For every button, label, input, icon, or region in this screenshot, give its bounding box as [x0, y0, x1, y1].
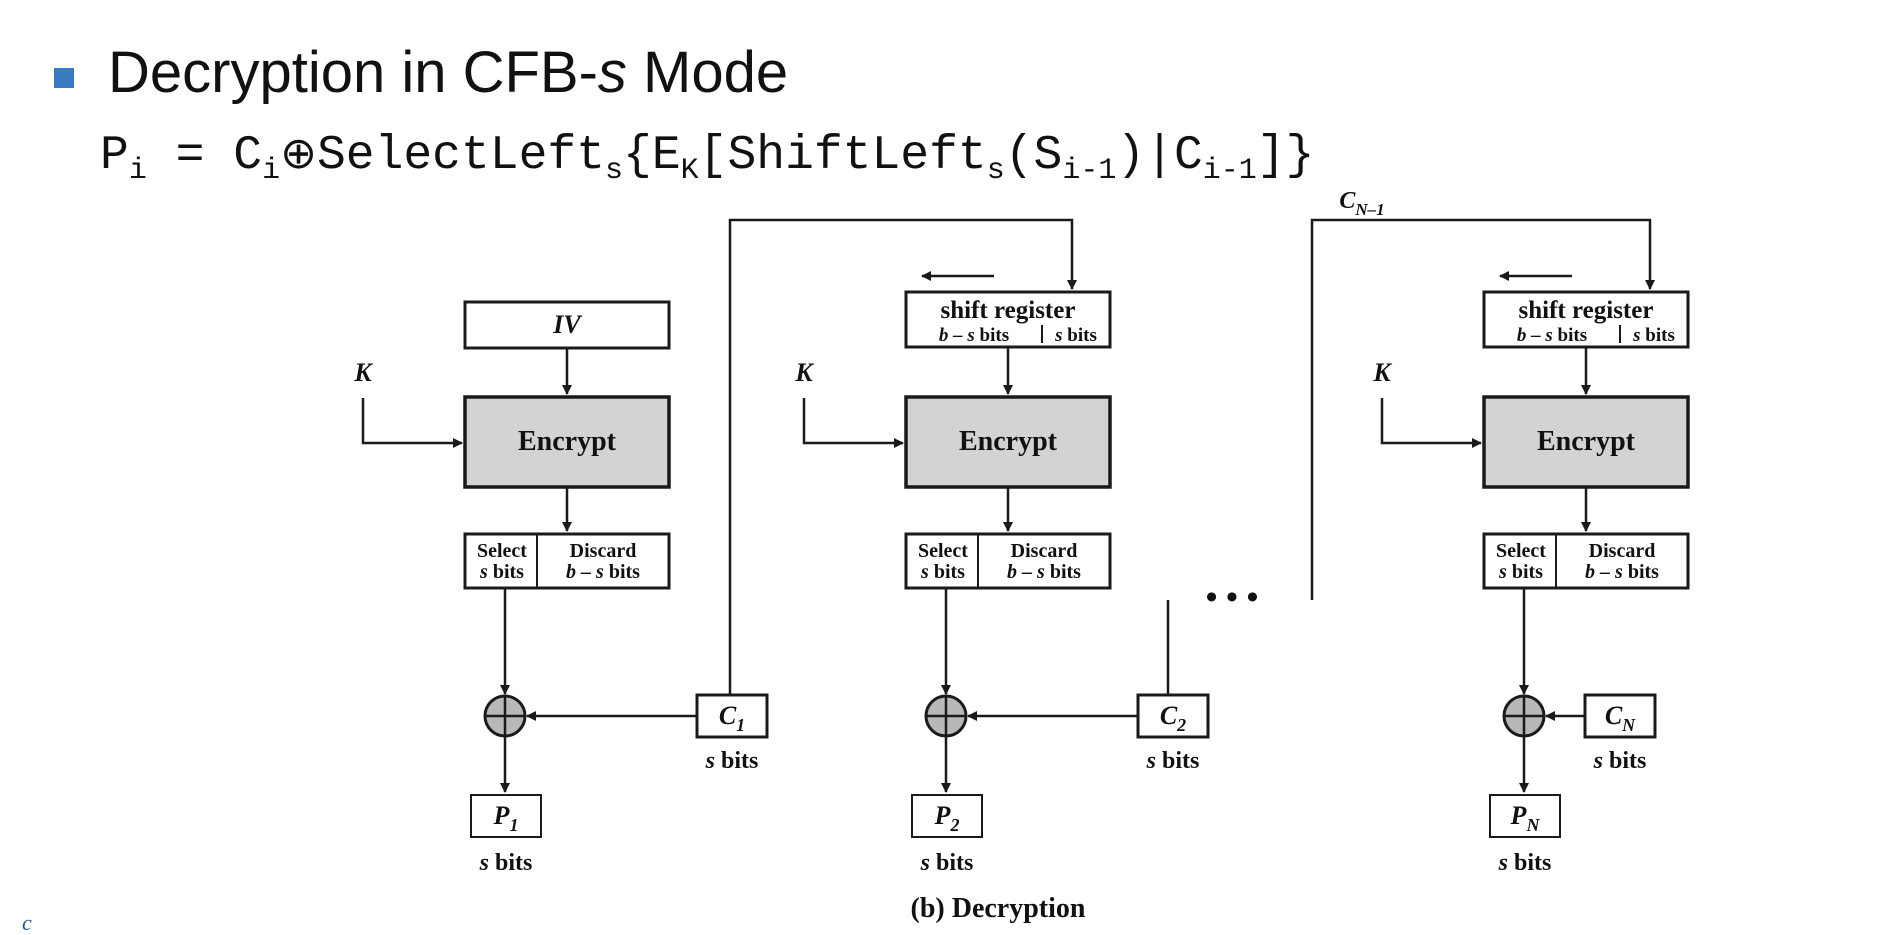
discard-label: Discard — [1589, 540, 1656, 562]
discard-bits-label: b – s bits — [566, 561, 640, 583]
select-discard-box — [904, 532, 1112, 590]
shift-register-left-label: b – s bits — [939, 325, 1009, 346]
select-bits-label: s bits — [479, 561, 524, 583]
encrypt-box — [463, 395, 671, 489]
key-label: K — [353, 358, 373, 387]
ciphertext-label: C1 — [719, 701, 745, 735]
ciphertext-size-label: s bits — [705, 748, 759, 774]
ciphertext-box — [1583, 693, 1657, 739]
encrypt-box — [904, 395, 1112, 489]
plaintext-box — [911, 794, 983, 838]
discard-label: Discard — [1011, 540, 1078, 562]
shift-register-box — [1482, 290, 1690, 349]
select-bits-label: s bits — [920, 561, 965, 583]
plaintext-size-label: s bits — [1498, 850, 1552, 876]
diagram-caption: (b) Decryption — [911, 893, 1086, 924]
feedback-c1-line — [728, 218, 1077, 695]
feedback-cn1-label: CN–1 — [1339, 188, 1384, 219]
key-label: K — [794, 358, 814, 387]
shift-register-box — [904, 290, 1112, 349]
ciphertext-label: CN — [1605, 701, 1636, 735]
select-label: Select — [918, 540, 968, 562]
ciphertext-box — [1136, 693, 1210, 739]
key-arrow — [1380, 398, 1482, 448]
ellipsis: • • • — [1206, 579, 1259, 616]
shift-register-left-label: b – s bits — [1517, 325, 1587, 346]
discard-bits-label: b – s bits — [1007, 561, 1081, 583]
plaintext-label: P1 — [493, 801, 519, 835]
shift-register-label: shift register — [1519, 297, 1654, 324]
feedback-cn1-line — [1310, 218, 1655, 600]
encrypt-label: Encrypt — [518, 426, 617, 457]
plaintext-box — [1489, 794, 1561, 838]
plaintext-box — [470, 794, 542, 838]
select-label: Select — [477, 540, 527, 562]
shift-register-right-label: s bits — [1054, 325, 1097, 346]
iv-box — [463, 300, 671, 350]
ciphertext-label: C2 — [1160, 701, 1186, 735]
key-arrow — [361, 398, 463, 448]
ciphertext-size-label: s bits — [1146, 748, 1200, 774]
iv-label: IV — [552, 310, 583, 339]
select-bits-label: s bits — [1498, 561, 1543, 583]
decryption-formula: Pi = Ci⊕SelectLefts{EK[ShiftLefts(Si-1)|… — [100, 128, 1315, 188]
discard-label: Discard — [570, 540, 637, 562]
plaintext-size-label: s bits — [479, 850, 533, 876]
shift-register-right-label: s bits — [1632, 325, 1675, 346]
plaintext-label: PN — [1510, 801, 1541, 835]
plaintext-size-label: s bits — [920, 850, 974, 876]
select-discard-box — [1482, 532, 1690, 590]
key-label: K — [1372, 358, 1392, 387]
ciphertext-box — [695, 693, 769, 739]
select-discard-box — [463, 532, 671, 590]
ciphertext-size-label: s bits — [1593, 748, 1647, 774]
shift-register-label: shift register — [941, 297, 1076, 324]
encrypt-label: Encrypt — [959, 426, 1058, 457]
discard-bits-label: b – s bits — [1585, 561, 1659, 583]
bullet-marker — [54, 68, 74, 88]
plaintext-label: P2 — [934, 801, 960, 835]
select-label: Select — [1496, 540, 1546, 562]
slide-title: Decryption in CFB-s Mode — [108, 40, 789, 105]
encrypt-label: Encrypt — [1537, 426, 1636, 457]
key-arrow — [802, 398, 904, 448]
corner-mark: c — [22, 910, 32, 935]
encrypt-box — [1482, 395, 1690, 489]
